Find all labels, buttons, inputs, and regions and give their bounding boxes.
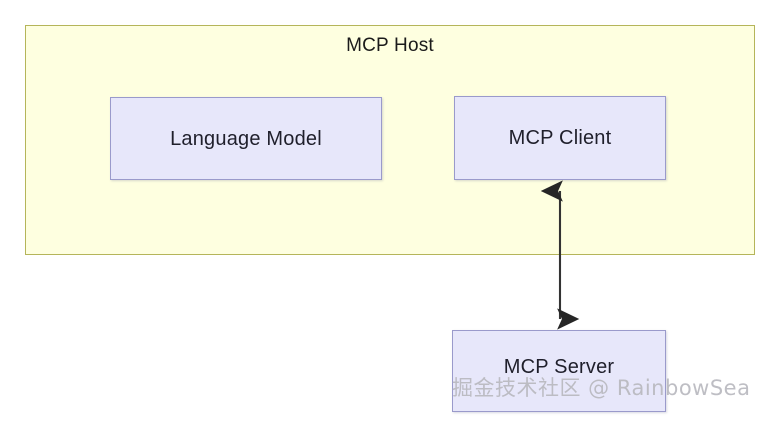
node-mcp-server-label: MCP Server	[503, 356, 615, 378]
node-language-model-label: Language Model	[170, 127, 322, 150]
node-mcp-server: MCP Server	[452, 330, 666, 412]
node-mcp-client: MCP Client	[454, 96, 666, 180]
connector-client-server-arrow	[540, 180, 580, 330]
node-language-model: Language Model	[110, 97, 382, 180]
node-mcp-client-label: MCP Client	[508, 127, 612, 149]
mcp-host-title: MCP Host	[346, 35, 434, 56]
